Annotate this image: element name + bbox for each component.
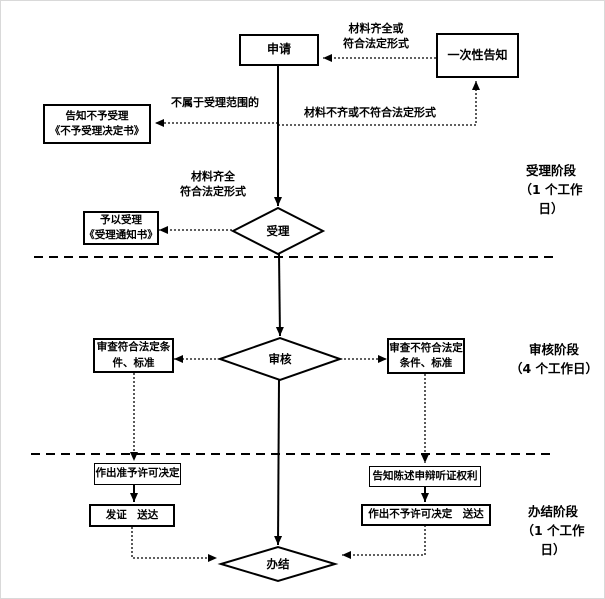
edge-review-to-finish [274, 379, 283, 546]
stage-finish-label: 办结阶段 （1 个工作 日） [521, 504, 585, 557]
accept-notice-line1: 予以受理 [100, 213, 142, 226]
reject-notice-line1: 告知不予受理 [65, 109, 129, 122]
review-fail-line2: 条件、标准 [399, 357, 453, 369]
accept-notice-line2: 《受理通知书》 [84, 229, 158, 241]
hearing-rights-box[interactable]: 告知陈述申辩听证权利 [369, 466, 481, 487]
accept-notice-box[interactable]: 予以受理 《受理通知书》 [83, 211, 159, 245]
issue-deliver-box[interactable]: 发证 送达 [89, 504, 175, 527]
review-pass-line2: 件、标准 [112, 356, 155, 369]
deny-decision-box[interactable]: 作出不予许可决定 送达 [361, 504, 491, 526]
label-complete-or-legal: 材料齐全或 符合法定形式 [343, 22, 409, 50]
one-time-notice-box[interactable]: 一次性告知 [436, 33, 519, 78]
hearing-rights-label: 告知陈述申辩听证权利 [372, 469, 478, 482]
review-fail-line1: 审查不符合法定 [389, 341, 463, 354]
grant-decision-label: 作出准予许可决定 [95, 467, 180, 480]
stage-accept-label: 受理阶段 （1 个工作 日） [519, 163, 583, 216]
finish-diamond-shape [217, 545, 339, 583]
review-fail-box[interactable]: 审查不符合法定 条件、标准 [387, 338, 465, 374]
label-incomplete: 材料不齐或不符合法定形式 [304, 106, 436, 119]
grant-decision-box[interactable]: 作出准予许可决定 [94, 463, 181, 485]
finish-diamond-label[interactable]: 办结 [266, 557, 290, 571]
deny-decision-label: 作出不予许可决定 送达 [368, 508, 484, 521]
one-time-notice-label: 一次性告知 [447, 47, 508, 62]
stage-review-label: 审核阶段 （4 个工作日） [509, 342, 599, 376]
review-diamond-shape [216, 336, 344, 382]
review-pass-box[interactable]: 审查符合法定条 件、标准 [93, 338, 174, 373]
label-complete: 材料齐全 符合法定形式 [180, 170, 246, 198]
label-out-of-scope: 不属于受理范围的 [171, 96, 259, 109]
accept-diamond-shape [230, 206, 326, 256]
accept-diamond-label[interactable]: 受理 [266, 224, 290, 238]
apply-label: 申请 [266, 42, 291, 57]
review-diamond-label[interactable]: 审核 [268, 352, 292, 366]
edge-deny-to-finish [342, 525, 426, 559]
reject-notice-line2: 《不予受理决定书》 [49, 125, 145, 137]
issue-deliver-label: 发证 送达 [105, 508, 159, 521]
edge-branch-to-notice [278, 81, 480, 126]
reject-notice-box[interactable]: 告知不予受理 《不予受理决定书》 [43, 104, 151, 144]
review-pass-line1: 审查符合法定条 [96, 341, 171, 354]
edge-accept-to-review [275, 253, 284, 337]
apply-box[interactable]: 申请 [239, 34, 319, 66]
edge-issue-to-finish [131, 527, 217, 562]
